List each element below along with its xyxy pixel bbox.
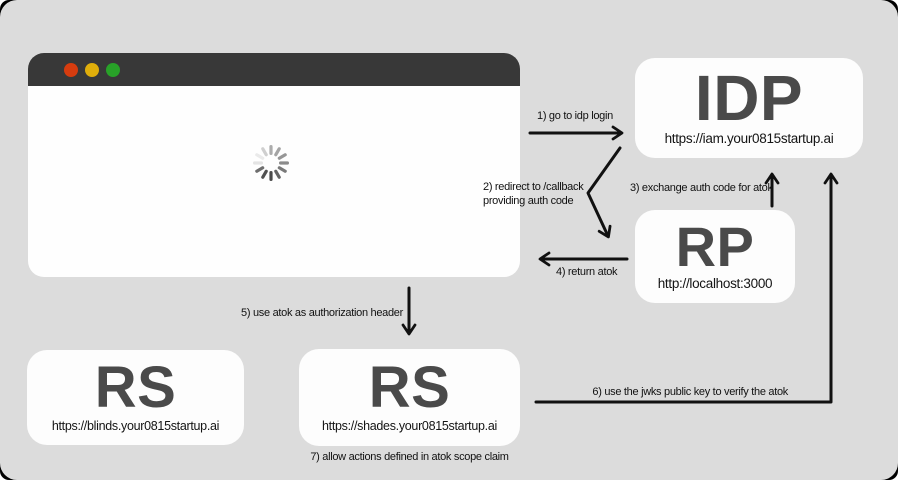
maximize-button[interactable] bbox=[106, 63, 120, 77]
step-1-label: 1) go to idp login bbox=[537, 110, 613, 122]
step-5-label: 5) use atok as authorization header bbox=[241, 307, 403, 319]
rs-shades-node-title: RS bbox=[368, 355, 451, 421]
idp-node-url: https://iam.your0815startup.ai bbox=[664, 131, 834, 147]
loading-spinner-icon bbox=[253, 145, 289, 181]
rs-blinds-node-url: https://blinds.your0815startup.ai bbox=[51, 418, 220, 433]
browser-titlebar bbox=[28, 53, 520, 86]
close-button[interactable] bbox=[64, 63, 78, 77]
step-6-label: 6) use the jwks public key to verify the… bbox=[592, 386, 788, 398]
idp-node-title: IDP bbox=[694, 61, 804, 134]
arrow-step-2 bbox=[586, 146, 622, 239]
step-4-label: 4) return atok bbox=[556, 266, 618, 278]
rs-blinds-node: RS https://blinds.your0815startup.ai bbox=[27, 350, 244, 445]
rs-shades-node: RS https://shades.your0815startup.ai bbox=[299, 349, 520, 446]
step-2-label: 2) redirect to /callback providing auth … bbox=[483, 181, 584, 207]
browser-window bbox=[28, 53, 520, 277]
idp-node: IDP https://iam.your0815startup.ai bbox=[635, 58, 863, 158]
minimize-button[interactable] bbox=[85, 63, 99, 77]
step-3-label: 3) exchange auth code for atok bbox=[630, 182, 773, 194]
rs-shades-node-url: https://shades.your0815startup.ai bbox=[322, 418, 497, 433]
rp-node-title: RP bbox=[675, 214, 755, 278]
rp-node-url: http://localhost:3000 bbox=[657, 276, 773, 292]
step-7-label: 7) allow actions defined in atok scope c… bbox=[310, 451, 509, 463]
rp-node: RP http://localhost:3000 bbox=[635, 210, 795, 303]
rs-blinds-node-title: RS bbox=[94, 355, 177, 421]
